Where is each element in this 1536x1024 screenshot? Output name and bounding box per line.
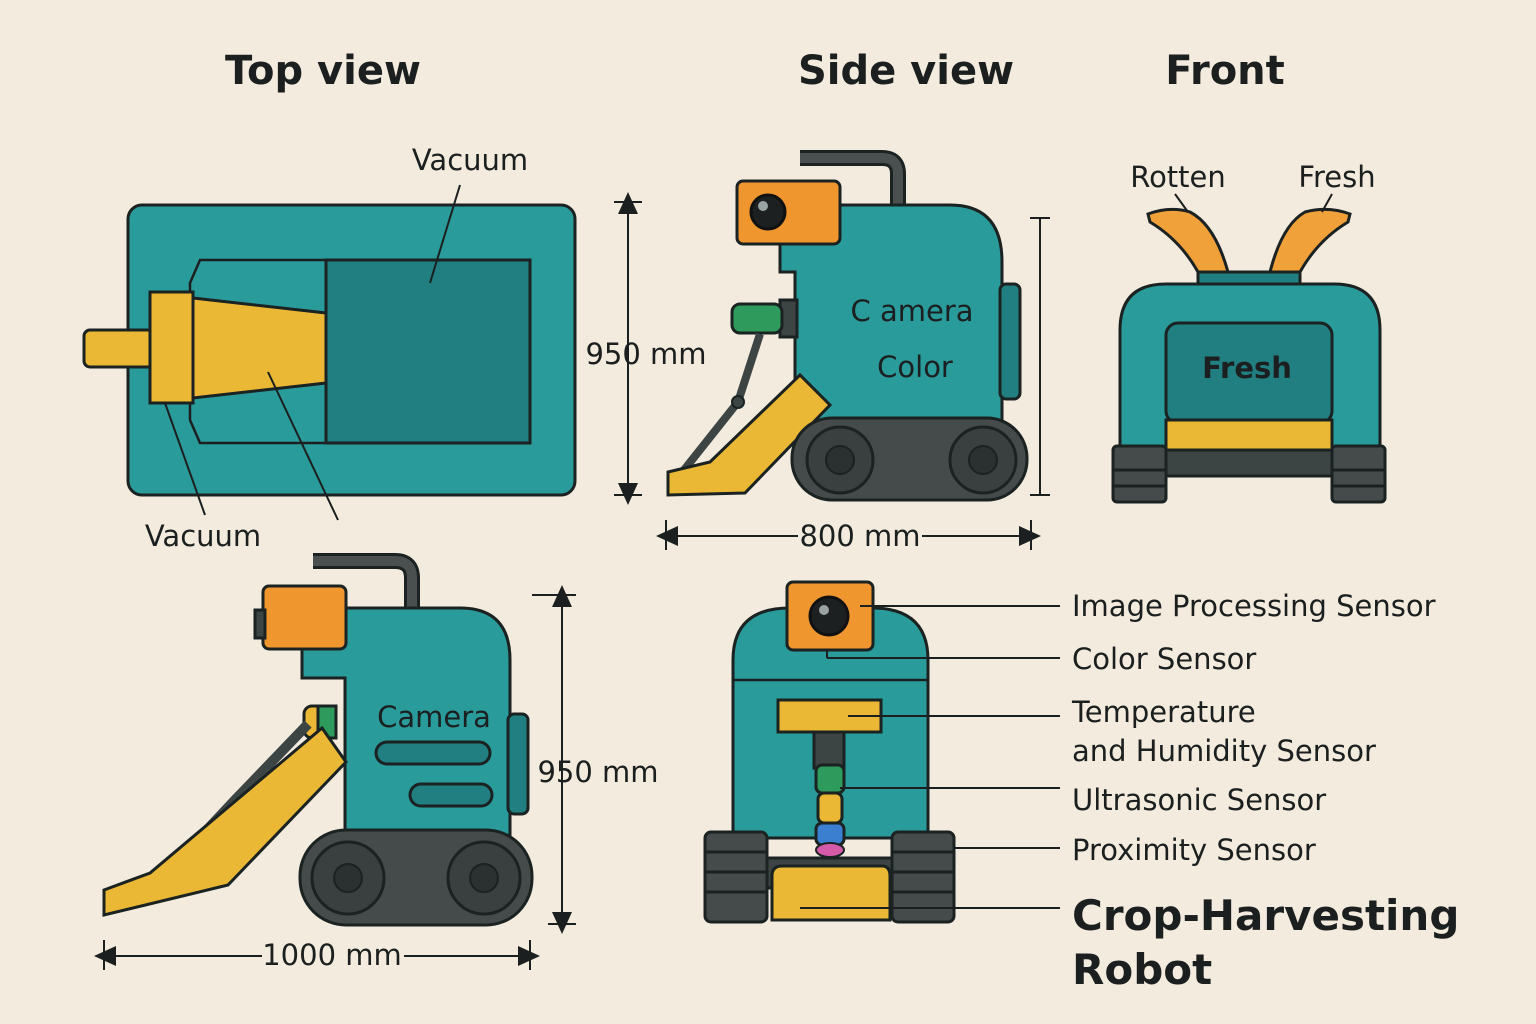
title-line-2: Robot [1072,945,1212,994]
top-view-nozzle-cone [191,296,328,400]
side-view-2-drawing [94,553,576,970]
front-track-right [1330,444,1387,504]
top-view-nozzle-collar [148,290,195,405]
label-side-camera: C amera [850,294,973,328]
label-proximity-sensor: Proximity Sensor [1072,833,1316,867]
sensor-track-left [703,830,769,924]
side-view-drawing [614,150,1050,550]
side2-vent-1 [374,740,492,766]
sensor-view-drawing [703,580,1060,924]
sensor-harvester-bucket [770,864,892,922]
label-fresh-body: Fresh [1202,351,1292,385]
label-side2-height: 950 mm [537,755,658,789]
leader-fresh [1321,193,1333,213]
leader-vacuum-lower-a [164,402,206,516]
front-view-drawing [1111,193,1387,504]
sensor-proximity [814,821,846,847]
label-side-width: 800 mm [799,519,920,553]
top-view-nozzle-tip [82,328,156,369]
sensor-camera-lens-icon [808,595,850,637]
label-fresh-bin: Fresh [1298,160,1375,194]
side2-vent-2 [408,782,494,808]
side-scoop [666,372,833,497]
front-left-chute [1146,207,1230,274]
label-side2-length: 1000 mm [262,938,402,972]
leader-vacuum-upper [429,184,461,284]
sensor-column [812,730,846,770]
front-right-chute [1268,207,1352,274]
label-ultrasonic-sensor: Ultrasonic Sensor [1072,783,1326,817]
side-back-panel [998,282,1022,401]
heading-side-view: Side view [798,48,1014,94]
sensor-ultrasonic [814,763,846,795]
leader-rotten [1174,193,1189,213]
side-camera-lens-icon [749,193,787,231]
front-yellow-band [1164,418,1334,452]
label-color-sensor: Color Sensor [1072,642,1256,676]
heading-top-view: Top view [225,48,421,94]
label-temperature: Temperature [1071,695,1256,729]
label-side-color: Color [877,350,953,384]
label-humidity-sensor: and Humidity Sensor [1072,734,1376,768]
label-vacuum-upper: Vacuum [412,143,528,177]
label-image-processing-sensor: Image Processing Sensor [1072,589,1436,623]
label-rotten: Rotten [1130,160,1226,194]
top-view-vacuum-chamber [324,258,532,445]
leader-vacuum-lower-b [267,371,339,521]
side-green-sensor [730,302,784,335]
side2-camera-box [261,584,348,651]
front-axle [1164,448,1334,478]
heading-front: Front [1165,48,1285,94]
top-view-drawing [82,184,577,521]
side2-back-panel [506,712,530,816]
label-side2-camera: Camera [377,700,491,734]
front-track-left [1111,444,1168,504]
side-handle-core [800,153,903,210]
label-vacuum-lower: Vacuum [145,519,261,553]
title-line-1: Crop-Harvesting [1072,891,1459,940]
label-side-height: 950 mm [585,337,706,371]
side2-scoop [102,725,348,917]
